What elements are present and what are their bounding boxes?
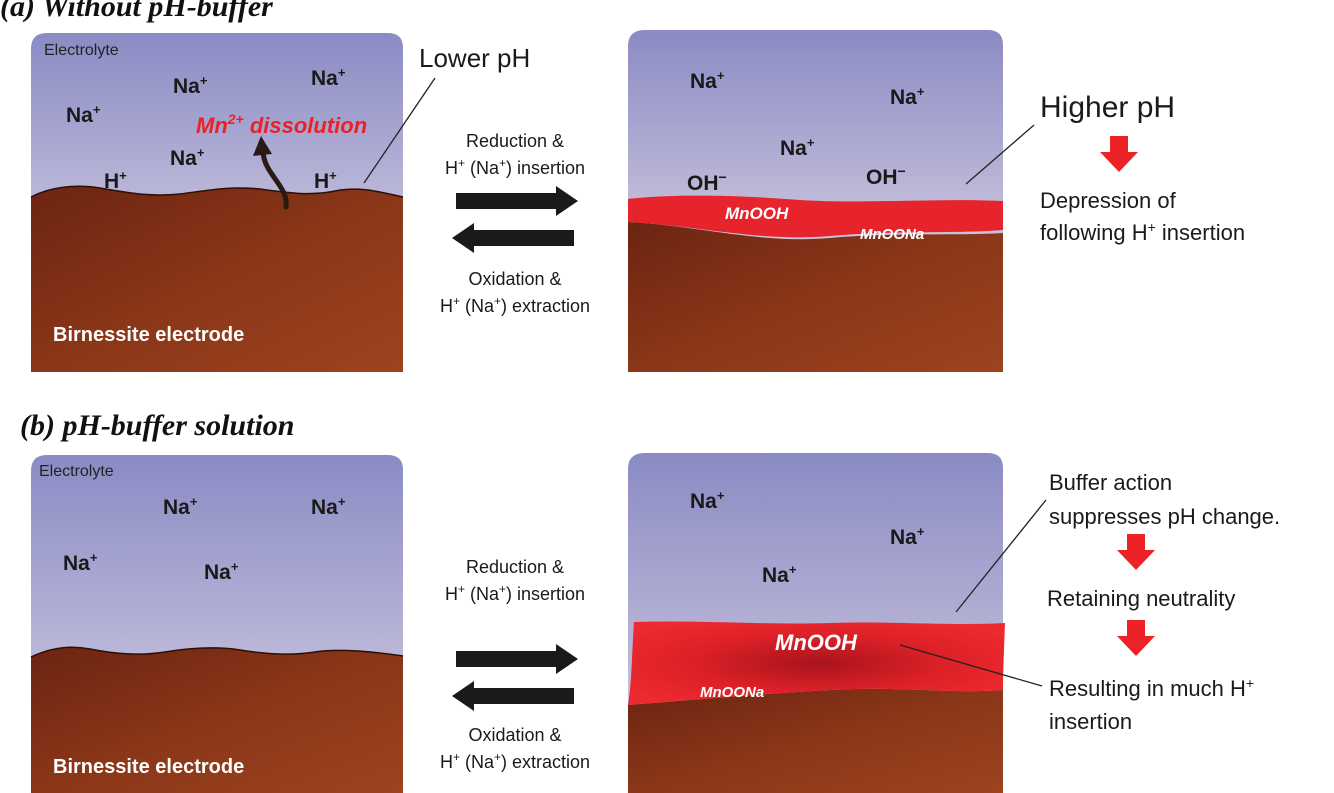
na-ion: Na+ (780, 135, 815, 160)
lower-ph-label: Lower pH (419, 43, 530, 73)
oh-ion: OH− (866, 163, 906, 189)
dissolution-arrowhead (253, 136, 272, 156)
na-ion: Na+ (690, 488, 725, 513)
retaining-label: Retaining neutrality (1047, 586, 1235, 611)
na-ion: Na+ (311, 65, 346, 90)
lower-ph-pointer (363, 77, 436, 184)
na-ion: Na+ (66, 102, 101, 127)
electrode-b-right (628, 688, 1003, 793)
mnooh-layer-a (628, 195, 1003, 238)
depression-label-line2: following H+ insertion (1040, 219, 1245, 245)
mnooh-label-b: MnOOH (775, 630, 858, 655)
panel-b-right-box (628, 453, 1005, 793)
oxidation-arrow-b (452, 681, 574, 711)
na-ion: Na+ (63, 550, 98, 575)
depression-label: Depression of (1040, 188, 1177, 213)
reduction-arrow-a (456, 186, 578, 216)
panel-b-left-box (30, 455, 404, 793)
reduction-arrow-b (456, 644, 578, 674)
insertion-label-a: H+ (Na+) insertion (445, 156, 585, 178)
down-arrow (1117, 534, 1155, 570)
na-ion: Na+ (170, 145, 205, 170)
mnoona-label-a: MnOONa (860, 226, 924, 243)
down-arrow (1100, 136, 1138, 172)
insertion-label-b: H+ (Na+) insertion (445, 582, 585, 604)
na-ion: Na+ (890, 84, 925, 109)
h-ion: H+ (314, 168, 337, 193)
mn-dissolution-label: Mn2+ dissolution (196, 111, 367, 138)
mnooh-label-a: MnOOH (725, 204, 789, 223)
na-ion: Na+ (690, 68, 725, 93)
oxidation-label-a: Oxidation & (468, 269, 561, 289)
extraction-label-a: H+ (Na+) extraction (440, 294, 590, 316)
reduction-label-a: Reduction & (466, 131, 564, 151)
electrode-b-left (31, 647, 403, 793)
buffer-action-label-line2: suppresses pH change. (1049, 504, 1280, 529)
panel-b-title: (b) pH-buffer solution (20, 409, 294, 442)
resulting-pointer (899, 644, 1043, 687)
panel-a-left-box (30, 33, 404, 372)
resulting-label-line2: insertion (1049, 709, 1132, 734)
na-ion: Na+ (890, 524, 925, 549)
na-ion: Na+ (204, 559, 239, 584)
electrode-a-right (628, 222, 1003, 372)
electrode-label-b: Birnessite electrode (53, 756, 244, 778)
na-ion: Na+ (762, 562, 797, 587)
electrode-label-a: Birnessite electrode (53, 324, 244, 346)
na-ion: Na+ (173, 73, 208, 98)
buffer-action-label: Buffer action (1049, 470, 1172, 495)
oxidation-arrow-a (452, 223, 574, 253)
electrolyte-label-b: Electrolyte (39, 463, 114, 480)
mnoona-label-b: MnOONa (700, 684, 764, 701)
resulting-label: Resulting in much H+ (1049, 675, 1254, 701)
h-ion: H+ (104, 168, 127, 193)
higher-ph-label: Higher pH (1040, 91, 1175, 124)
oh-ion: OH− (687, 169, 727, 195)
extraction-label-b: H+ (Na+) extraction (440, 750, 590, 772)
na-ion: Na+ (311, 494, 346, 519)
panel-a-title: (a) Without pH-buffer (0, 0, 273, 23)
buffer-pointer (955, 499, 1047, 613)
oxidation-label-b: Oxidation & (468, 725, 561, 745)
higher-ph-pointer (965, 124, 1035, 185)
mnooh-layer-b (628, 621, 1005, 705)
na-ion: Na+ (163, 494, 198, 519)
electrolyte-label-a: Electrolyte (44, 42, 119, 59)
panel-a-right-box (628, 30, 1003, 372)
down-arrow (1117, 620, 1155, 656)
electrode-a-left (31, 186, 403, 372)
reduction-label-b: Reduction & (466, 557, 564, 577)
